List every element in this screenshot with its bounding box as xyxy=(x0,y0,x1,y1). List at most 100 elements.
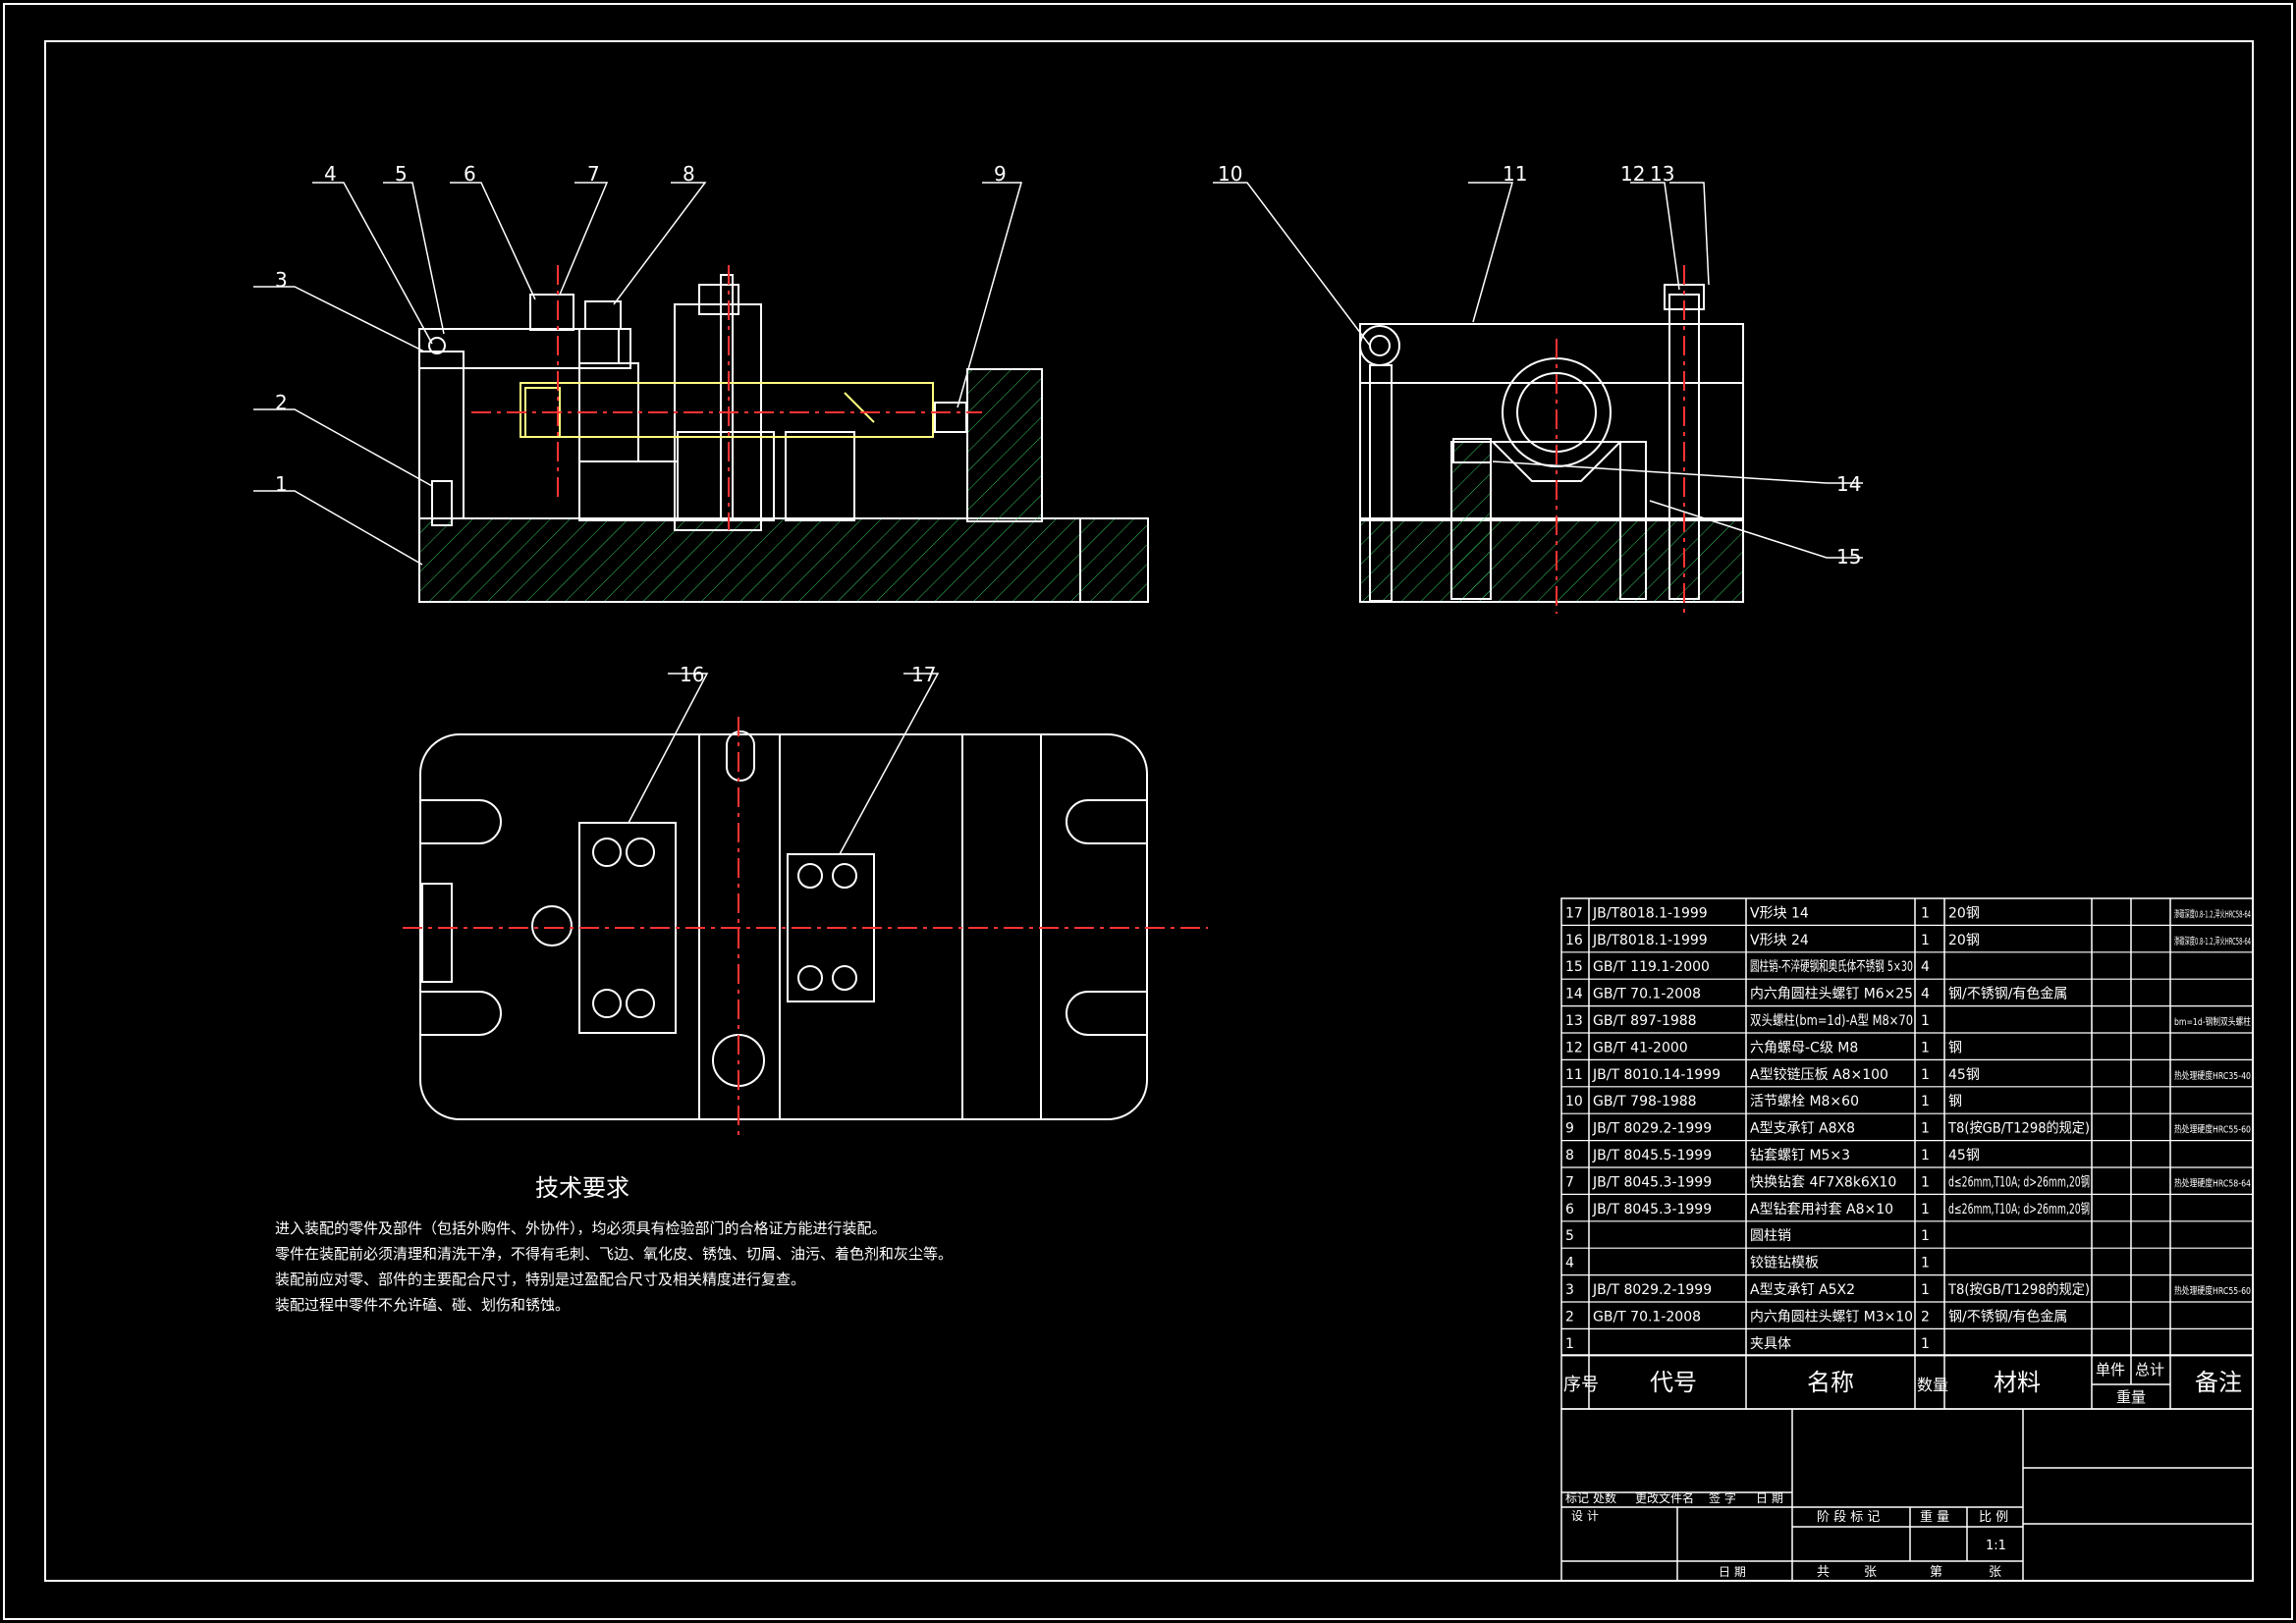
bom-cell-no: 8 xyxy=(1565,1148,1574,1163)
bom-cell-name: A型支承钉 A8X8 xyxy=(1750,1121,1855,1137)
bom-cell-note: 热处理硬度HRC58-64 xyxy=(2174,1176,2251,1189)
sheet-unit-label: 张 xyxy=(1989,1565,2001,1580)
balloon-9: 9 xyxy=(994,162,1007,186)
balloon-16: 16 xyxy=(680,663,704,686)
balloon-labels: 1 2 3 4 5 6 7 8 9 10 11 12 13 14 15 16 1… xyxy=(275,162,1861,686)
balloon-8: 8 xyxy=(683,162,695,186)
bom-cell-qty: 4 xyxy=(1921,959,1930,975)
bom-cell-mat: d≤26mm,T10A; d>26mm,20钢 xyxy=(1948,1202,2090,1217)
bom-cell-name: 圆柱销-不淬硬钢和奥氏体不锈钢 5×30 xyxy=(1750,958,1913,975)
bom-header-name: 名称 xyxy=(1807,1369,1854,1396)
bom-cell-code: JB/T8018.1-1999 xyxy=(1592,905,1708,921)
tech-requirements: 技术要求 进入装配的零件及部件（包括外购件、外协件），均必须具有检验部门的合格证… xyxy=(275,1174,953,1314)
bom-cell-note: 热处理硬度HRC55-60 xyxy=(2174,1284,2251,1297)
bom-cell-code: GB/T 70.1-2008 xyxy=(1593,987,1701,1002)
bom-cell-qty: 1 xyxy=(1921,1013,1930,1029)
bom-cell-qty: 1 xyxy=(1921,1336,1930,1352)
bom-cell-code: GB/T 897-1988 xyxy=(1593,1013,1697,1029)
bom-cell-name: 夹具体 xyxy=(1750,1336,1791,1352)
bom-cell-qty: 1 xyxy=(1921,905,1930,921)
bom-cell-mat: d≤26mm,T10A; d>26mm,20钢 xyxy=(1948,1174,2090,1190)
bom-cell-qty: 1 xyxy=(1921,1040,1930,1055)
bom-cell-no: 1 xyxy=(1565,1336,1574,1352)
bom-cell-name: 圆柱销 xyxy=(1750,1228,1791,1244)
bom-cell-code: JB/T 8045.5-1999 xyxy=(1592,1148,1712,1163)
bom-cell-no: 16 xyxy=(1565,933,1583,948)
bom-cell-name: 六角螺母-C级 M8 xyxy=(1750,1040,1858,1055)
balloon-11: 11 xyxy=(1503,162,1527,186)
bom-cell-name: V形块 24 xyxy=(1750,933,1809,948)
bom-cell-qty: 1 xyxy=(1921,1094,1930,1109)
bom-cell-note: 热处理硬度HRC55-60 xyxy=(2174,1123,2251,1136)
bom-header-code: 代号 xyxy=(1650,1369,1697,1396)
total-sheets-label: 共 xyxy=(1817,1565,1830,1580)
balloon-5: 5 xyxy=(395,162,408,186)
bom-header-weight: 重量 xyxy=(2116,1388,2146,1406)
title-block xyxy=(1560,1408,2254,1582)
side-view xyxy=(1359,265,1744,614)
balloon-leaders xyxy=(253,182,1863,855)
bom-cell-code: JB/T 8029.2-1999 xyxy=(1592,1121,1712,1137)
bom-cell-code: JB/T 8045.3-1999 xyxy=(1592,1202,1712,1217)
tech-req-line-1: 进入装配的零件及部件（包括外购件、外协件），均必须具有检验部门的合格证方能进行装… xyxy=(275,1219,887,1237)
bom-cell-note: 渗碳深度0.8-1.2,淬火HRC58-64 xyxy=(2174,907,2251,920)
bom-cell-mat: 钢/不锈钢/有色金属 xyxy=(1948,986,2067,1002)
bom-cell-qty: 1 xyxy=(1921,1174,1930,1190)
bom-header-unit: 单件 xyxy=(2096,1361,2125,1379)
bom-header-no: 序号 xyxy=(1563,1375,1599,1395)
bom-cell-no: 10 xyxy=(1565,1094,1583,1109)
bom-cell-name: 双头螺柱(bm=1d)-A型 M8×70 xyxy=(1750,1013,1913,1029)
balloon-15: 15 xyxy=(1836,545,1861,568)
bom-cell-no: 11 xyxy=(1565,1067,1583,1083)
bom-cell-qty: 1 xyxy=(1921,1282,1930,1298)
bom-cell-qty: 1 xyxy=(1921,1121,1930,1137)
bom-header-total: 总计 xyxy=(2135,1361,2164,1379)
bom-cell-mat: T8(按GB/T1298的规定) xyxy=(1947,1121,2090,1137)
bom-cell-mat: T8(按GB/T1298的规定) xyxy=(1947,1282,2090,1298)
bom-cell-qty: 1 xyxy=(1921,1148,1930,1163)
scale-label: 比 例 xyxy=(1979,1510,2008,1525)
inner-border xyxy=(44,40,2254,1582)
balloon-1: 1 xyxy=(275,472,288,496)
bom-cell-no: 13 xyxy=(1565,1013,1583,1029)
bom-cell-qty: 1 xyxy=(1921,1067,1930,1083)
outer-border xyxy=(3,3,2293,1620)
bom-cell-name: 钻套螺钉 M5×3 xyxy=(1750,1148,1850,1163)
bom-cell-mat: 钢 xyxy=(1948,1040,1962,1055)
bom-cell-mat: 钢 xyxy=(1948,1094,1962,1109)
sheets-label: 张 xyxy=(1864,1565,1877,1580)
balloon-6: 6 xyxy=(464,162,476,186)
bom-cell-name: 活节螺栓 M8×60 xyxy=(1750,1094,1859,1109)
bom-cell-no: 4 xyxy=(1565,1256,1574,1271)
bom-cell-name: A型支承钉 A5X2 xyxy=(1750,1282,1855,1298)
bom-cell-code: JB/T8018.1-1999 xyxy=(1592,933,1708,948)
bom-header-mat: 材料 xyxy=(1994,1369,2041,1396)
rev-sign-label: 签 字 xyxy=(1709,1490,1736,1505)
balloon-3: 3 xyxy=(275,268,288,292)
bom-cell-code: GB/T 41-2000 xyxy=(1593,1040,1688,1055)
bom-cell-mat: 钢/不锈钢/有色金属 xyxy=(1948,1308,2067,1325)
title-block-labels: 标记 处数 更改文件名 签 字 日 期 设 计 日 期 阶 段 标 记 重 量 … xyxy=(1565,1490,2008,1580)
bom-cell-no: 12 xyxy=(1565,1040,1583,1055)
tech-req-line-3: 装配前应对零、部件的主要配合尺寸，特别是过盈配合尺寸及相关精度进行复查。 xyxy=(275,1271,805,1288)
design-label: 设 计 xyxy=(1571,1509,1599,1523)
bom-cell-code: JB/T 8029.2-1999 xyxy=(1592,1282,1712,1298)
bom-cell-mat: 20钢 xyxy=(1948,905,1980,921)
bom-header-qty: 数量 xyxy=(1917,1376,1948,1394)
bom-cell-note: 热处理硬度HRC35-40 xyxy=(2174,1069,2251,1082)
bom-cell-qty: 1 xyxy=(1921,1256,1930,1271)
scale-value: 1:1 xyxy=(1986,1539,2006,1553)
bom-cell-qty: 1 xyxy=(1921,933,1930,948)
rev-date-label: 日 期 xyxy=(1756,1491,1783,1505)
bom-cell-code: JB/T 8010.14-1999 xyxy=(1592,1067,1721,1083)
tech-req-line-2: 零件在装配前必须清理和清洗干净，不得有毛刺、飞边、氧化皮、锈蚀、切屑、油污、着色… xyxy=(275,1245,953,1263)
balloon-2: 2 xyxy=(275,391,288,414)
bom-cell-no: 6 xyxy=(1565,1202,1574,1217)
balloon-10: 10 xyxy=(1218,162,1242,186)
bom-cell-code: GB/T 798-1988 xyxy=(1593,1094,1697,1109)
rev-count-label: 处数 xyxy=(1593,1490,1616,1505)
balloon-4: 4 xyxy=(324,162,337,186)
bom-cell-mat: 45钢 xyxy=(1948,1148,1980,1163)
tech-req-line-4: 装配过程中零件不允许磕、碰、划伤和锈蚀。 xyxy=(275,1296,570,1314)
